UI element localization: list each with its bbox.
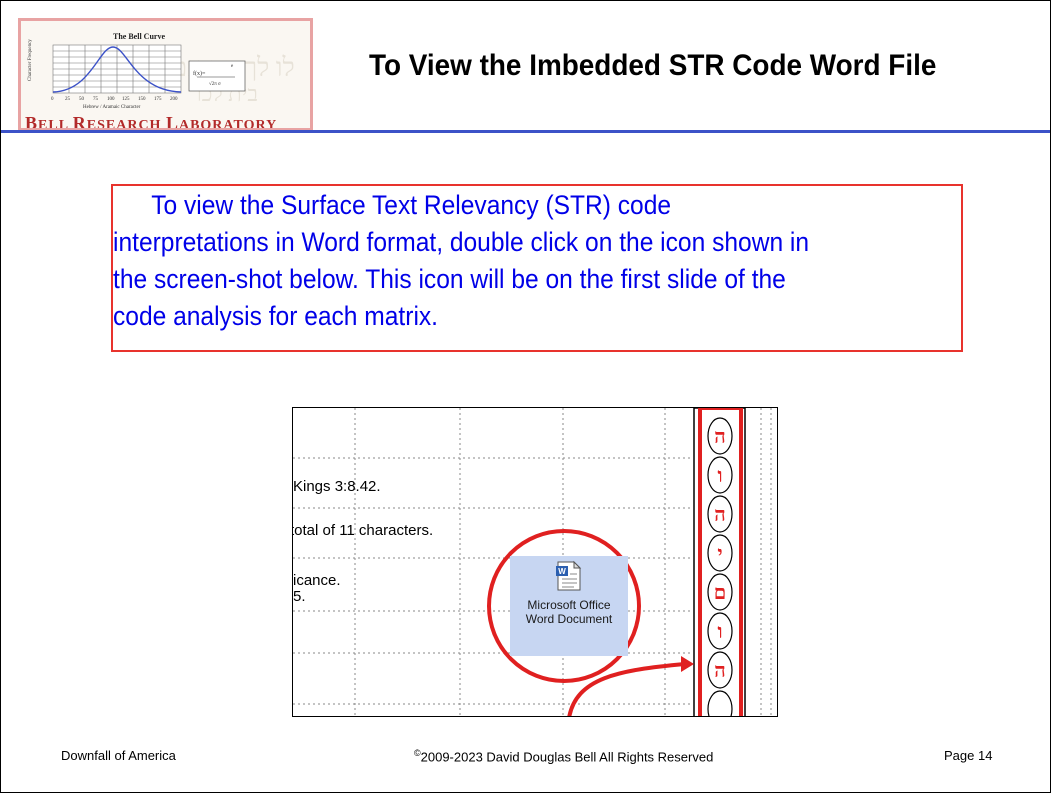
footer-title: Downfall of America (61, 748, 176, 763)
icon-caption: Word Document (525, 612, 613, 626)
bell-curve-logo-chart: לו לך פה אם בית לכו The Bell Curve Chara… (28, 32, 295, 110)
logo-y-label: Character Frequency (28, 39, 33, 81)
column-letter: ם (714, 582, 726, 604)
embedded-screenshot: ה ו ה י ם ו ה Kings 3:8.42. total of 11 … (292, 407, 778, 717)
svg-text:W: W (558, 567, 566, 576)
logo-x-tick: 150 (138, 97, 146, 102)
svg-text:e: e (231, 64, 234, 69)
icon-caption: Microsoft Office (527, 598, 611, 612)
arrow-head (681, 656, 694, 672)
column-letter: ה (714, 426, 726, 448)
column-letter: ה (714, 660, 726, 682)
footer-copyright: ©2009-2023 David Douglas Bell All Rights… (414, 748, 714, 765)
logo-x-tick: 125 (122, 97, 130, 102)
logo-chart-title: The Bell Curve (113, 32, 165, 41)
highlight-circle (487, 529, 641, 683)
callout-line: To view the Surface Text Relevancy (STR)… (151, 190, 672, 220)
logo-x-tick: 25 (65, 97, 71, 102)
column-letter: י (717, 543, 722, 565)
screenshot-text: icance. (293, 572, 341, 589)
screenshot-text: Kings 3:8.42. (293, 478, 381, 495)
logo-x-tick: 50 (79, 97, 85, 102)
screenshot-text: total of 11 characters. (292, 522, 434, 539)
logo-x-tick: 75 (93, 97, 99, 102)
logo-x-tick: 0 (51, 97, 54, 102)
screenshot-text: 5. (293, 588, 306, 605)
logo-x-tick: 100 (107, 97, 115, 102)
logo-x-label: Hebrew / Aramaic Character (83, 105, 141, 110)
logo-x-tick: 200 (170, 97, 178, 102)
column-letter: ו (717, 465, 722, 487)
svg-text:√2π σ: √2π σ (209, 81, 221, 87)
logo-org-name: BELL RESEARCH LABORATORY (25, 113, 278, 131)
column-letter: ה (714, 504, 726, 526)
callout-line: interpretations in Word format, double c… (113, 227, 810, 257)
pointer-arrow (567, 662, 686, 716)
slide-title: To View the Imbedded STR Code Word File (369, 49, 937, 82)
page-number: Page 14 (944, 748, 993, 763)
callout-line: the screen-shot below. This icon will be… (113, 264, 786, 294)
instruction-callout: To view the Surface Text Relevancy (STR)… (111, 184, 963, 352)
bell-research-laboratory-logo: לו לך פה אם בית לכו The Bell Curve Chara… (18, 18, 313, 131)
title-divider (1, 130, 1050, 133)
screenshot-grid: ה ו ה י ם ו ה (293, 408, 772, 716)
logo-x-tick: 175 (154, 97, 162, 102)
document-icon: W (556, 560, 582, 591)
word-document-icon[interactable]: W Microsoft Office Word Document (510, 556, 628, 656)
callout-line: code analysis for each matrix. (113, 301, 439, 331)
svg-text:f(x)=: f(x)= (193, 70, 206, 77)
column-letter: ו (717, 621, 722, 643)
